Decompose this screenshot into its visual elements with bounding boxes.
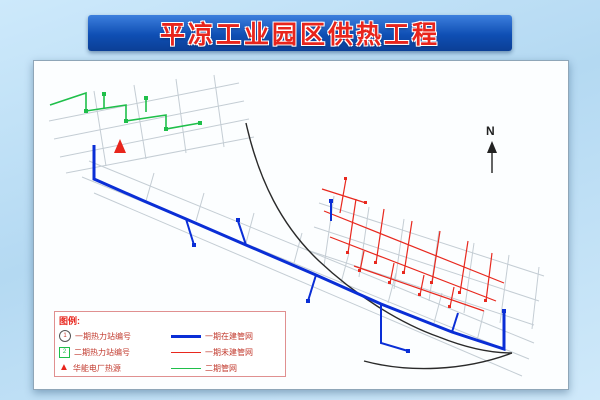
legend-label: 一期在建管网 (205, 331, 253, 341)
title-banner: 平凉工业园区供热工程 (88, 15, 512, 51)
phase1-built-pipeline (92, 145, 506, 352)
phase1-built-station-markers (192, 199, 506, 353)
station-phase1-icon: 1 (59, 330, 71, 342)
green-line-icon (171, 367, 201, 369)
legend-label: 华能电厂热源 (72, 363, 121, 373)
legend-item-phase1-built: 一期在建管网 (171, 331, 279, 342)
legend-item-phase2: 二期管网 (171, 363, 279, 374)
legend-item-station1: 1 一期热力站编号 (59, 330, 171, 342)
legend-item-heat-source: ▲ 华能电厂热源 (59, 363, 171, 374)
railway-line (245, 122, 513, 370)
map-panel: N 图例: 1 一期热力站编号 一期在建管网 2 二期热力站编号 (33, 60, 569, 390)
legend-title: 图例: (59, 316, 80, 326)
north-indicator (476, 139, 496, 191)
page-title: 平凉工业园区供热工程 (159, 21, 440, 49)
legend-item-phase1-unbuilt: 一期未建管网 (171, 347, 279, 358)
legend-label: 一期未建管网 (205, 347, 253, 357)
heat-source-icon: ▲ (59, 362, 69, 373)
heat-source-marker (114, 139, 126, 153)
red-line-icon (171, 351, 201, 353)
phase2-pipeline (49, 91, 201, 130)
north-arrow-icon (487, 141, 497, 173)
heating-map[interactable]: N (34, 61, 568, 389)
legend-label: 一期热力站编号 (75, 331, 131, 341)
legend-item-station2: 2 二期热力站编号 (59, 346, 171, 358)
station-phase2-icon: 2 (59, 346, 70, 358)
road-network (48, 74, 545, 377)
blue-line-icon (171, 334, 201, 338)
legend-label: 二期热力站编号 (74, 347, 130, 357)
phase2-station-markers (84, 92, 202, 131)
north-label: N (486, 124, 495, 138)
legend-label: 二期管网 (205, 363, 237, 373)
phase1-unbuilt-pipeline (321, 178, 505, 312)
legend-box: 图例: 1 一期热力站编号 一期在建管网 2 二期热力站编号 一期未建管网 (54, 311, 286, 377)
phase1-unbuilt-station-markers (344, 177, 487, 308)
